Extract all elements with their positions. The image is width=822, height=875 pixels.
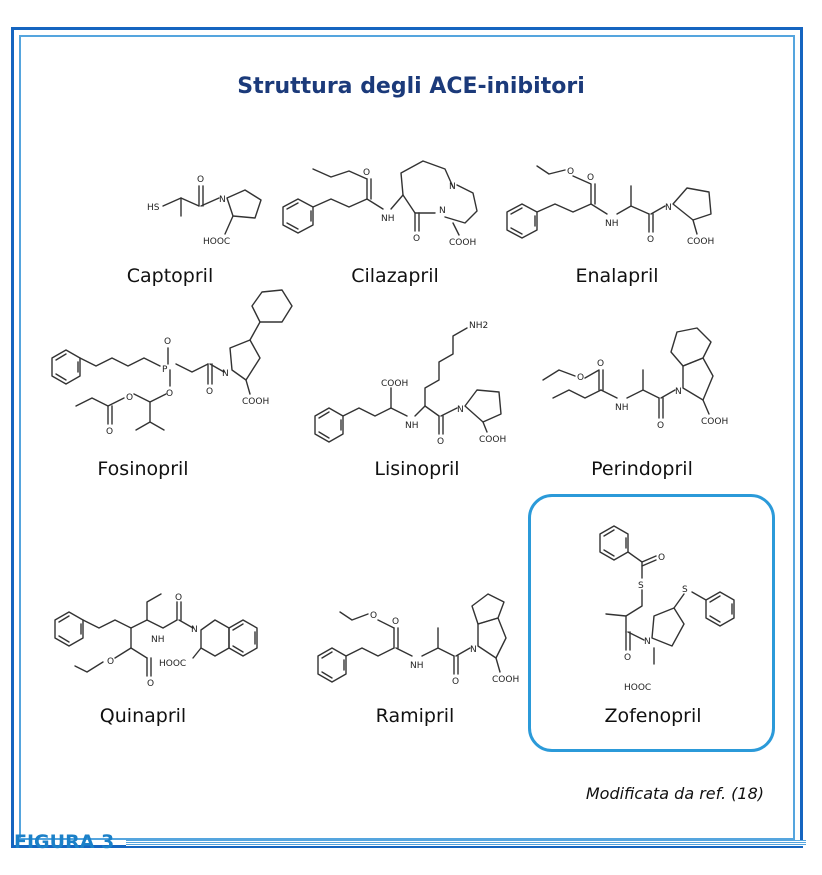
atom-label-o3: O [107,657,114,667]
compound-name-zofenopril: Zofenopril [604,705,702,727]
structure-lisinopril: NH2 COOH NH O N COOH [290,312,540,447]
structure-ramipril: O O NH O N COOH [298,593,548,703]
structure-fosinopril: P O O O O O N COOH [46,289,296,443]
compound-name-ramipril: Ramipril [375,705,455,727]
atom-label-o: O [363,168,370,178]
atom-label-o3: O [647,235,654,245]
compound-name-perindopril: Perindopril [591,458,693,480]
figure-title: Struttura degli ACE-inibitori [237,74,585,99]
atom-label-o3: O [452,677,459,687]
figure-label-bar [126,840,806,846]
atom-label-n: N [219,195,226,205]
atom-label-nh: NH [605,219,619,229]
atom-label-nh: NH [381,214,395,224]
atom-label-hs: HS [147,203,160,213]
atom-label-nh: NH [405,421,419,431]
atom-label-s: S [638,581,644,591]
compound-name-fosinopril: Fosinopril [97,458,189,480]
atom-label-hooc: HOOC [203,237,230,247]
atom-label-cooh2: COOH [479,435,506,445]
atom-label-hooc: HOOC [624,683,651,693]
compound-name-cilazapril: Cilazapril [351,265,439,287]
atom-label-o: O [587,173,594,183]
structure-perindopril: O O NH O N COOH [518,327,768,450]
atom-label-cooh: COOH [449,238,476,248]
source-note: Modificata da ref. (18) [585,784,764,803]
atom-label-o: O [577,373,584,383]
atom-label-n: N [222,369,229,379]
atom-label-o3: O [657,421,664,431]
atom-label-p: P [162,365,168,375]
atom-label-o: O [437,437,444,447]
atom-label-nh: NH [151,635,165,645]
atom-label-o2: O [624,653,631,663]
atom-label-o2: O [597,359,604,369]
atom-label-cooh: COOH [492,675,519,685]
atom-label-nh: NH [615,403,629,413]
atom-label-o2: O [567,167,574,177]
atom-label-o2: O [147,679,154,689]
atom-label-o: O [392,617,399,627]
compound-name-enalapril: Enalapril [575,265,659,287]
zofenopril-highlight-box [528,494,775,752]
atom-label-o: O [164,337,171,347]
atom-label-o: O [197,175,204,185]
atom-label-o2: O [166,389,173,399]
atom-label-cooh: COOH [381,379,408,389]
atom-label-n: N [470,645,477,655]
inner-frame [19,35,795,840]
structure-zofenopril: O S O N S HOOC [540,522,790,697]
atom-label-o2: O [413,234,420,244]
atom-label-cooh: COOH [242,397,269,407]
atom-label-n2: N [449,182,456,192]
structure-captopril: HS O N HOOC [70,160,320,255]
figure-label: FIGURA 3 [14,831,115,853]
compound-name-captopril: Captopril [126,265,214,287]
structure-quinapril: NH O N HOOC O O [42,592,292,702]
atom-label-n: N [191,625,198,635]
atom-label-nh: NH [410,661,424,671]
atom-label-n: N [675,387,682,397]
atom-label-o: O [175,593,182,603]
atom-label-o2: O [370,611,377,621]
compound-name-lisinopril: Lisinopril [374,458,460,480]
outer-frame [11,27,803,848]
atom-label-n: N [665,203,672,213]
atom-label-o4: O [106,427,113,437]
atom-label-s2: S [682,585,688,595]
atom-label-nh2: NH2 [469,321,488,331]
atom-label-cooh: COOH [687,237,714,247]
atom-label-o: O [658,553,665,563]
atom-label-cooh: COOH [701,417,728,427]
structure-enalapril: O O NH O N COOH [492,160,742,255]
atom-label-o5: O [206,387,213,397]
atom-label-n: N [644,637,651,647]
compound-name-quinapril: Quinapril [99,705,187,727]
atom-label-n: N [457,405,464,415]
structure-cilazapril: O NH O N N COOH [258,155,508,255]
atom-label-hooc: HOOC [159,659,186,669]
atom-label-n: N [439,206,446,216]
atom-label-o3: O [126,393,133,403]
